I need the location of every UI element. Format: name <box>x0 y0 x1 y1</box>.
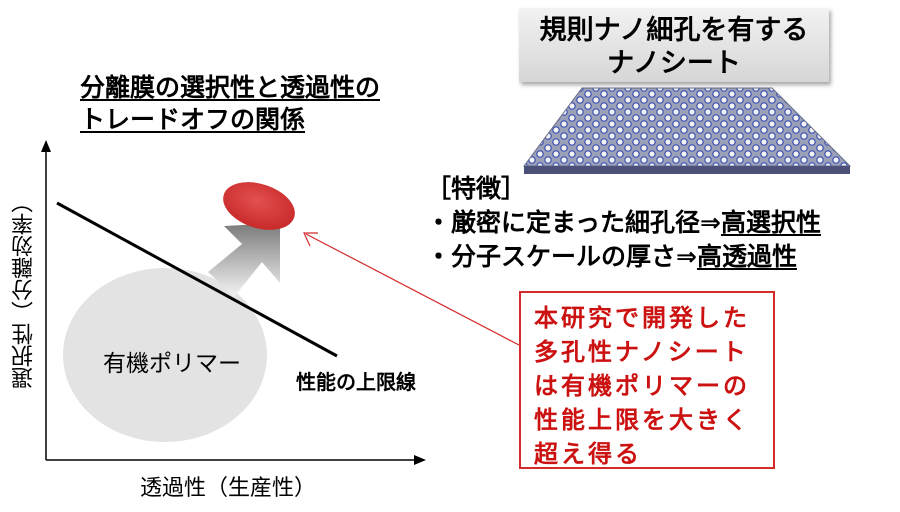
organic-polymer-label: 有機ポリマー <box>103 351 241 377</box>
nanosheet-title-line-1: 規則ナノ細孔を有する <box>539 15 809 46</box>
callout-line: 本研究で開発した <box>534 304 750 332</box>
feature-1-emphasis: 高選択性 <box>720 208 821 237</box>
callout-pointer-line <box>305 233 520 346</box>
callout-line: 超え得る <box>534 440 642 468</box>
heading-line-1: 分離膜の選択性と透過性の <box>80 73 381 102</box>
feature-2-text: ・分子スケールの厚さ⇒ <box>426 242 697 271</box>
feature-item-selectivity: ・厳密に定まった細孔径⇒高選択性 <box>426 206 821 240</box>
upper-limit-label: 性能の上限線 <box>296 370 416 394</box>
nanosheet-image <box>523 87 852 174</box>
callout-pointer-arrowhead <box>303 232 318 247</box>
result-callout-box: 本研究で開発した 多孔性ナノシート は有機ポリマーの 性能上限を大きく 超え得る <box>519 291 775 469</box>
feature-1-text: ・厳密に定まった細孔径⇒ <box>426 208 721 237</box>
nanosheet-performance-region <box>223 182 295 230</box>
callout-line: 多孔性ナノシート <box>534 338 749 366</box>
features-list: ［特徴］ ・厳密に定まった細孔径⇒高選択性 ・分子スケールの厚さ⇒高透過性 <box>426 172 821 274</box>
nanosheet-title-box: 規則ナノ細孔を有する ナノシート <box>519 8 829 82</box>
y-axis-label: 選択性（分離効率） <box>12 191 37 389</box>
y-axis-arrowhead <box>41 140 51 152</box>
feature-item-permeability: ・分子スケールの厚さ⇒高透過性 <box>426 240 821 274</box>
heading-line-2: トレードオフの関係 <box>80 105 306 134</box>
improvement-arrow <box>208 223 280 297</box>
x-axis-label: 透過性（生産性） <box>140 476 317 501</box>
x-axis-arrowhead <box>414 455 426 465</box>
callout-line: は有機ポリマーの <box>534 372 750 400</box>
tradeoff-heading: 分離膜の選択性と透過性の トレードオフの関係 <box>80 72 380 136</box>
callout-line: 性能上限を大きく <box>534 406 750 434</box>
features-title: ［特徴］ <box>426 174 527 203</box>
performance-upper-limit-line <box>56 201 338 358</box>
nanosheet-title-line-2: ナノシート <box>607 48 741 79</box>
feature-2-emphasis: 高透過性 <box>696 242 797 271</box>
plot-axes <box>41 140 426 465</box>
organic-polymer-region <box>63 268 267 442</box>
